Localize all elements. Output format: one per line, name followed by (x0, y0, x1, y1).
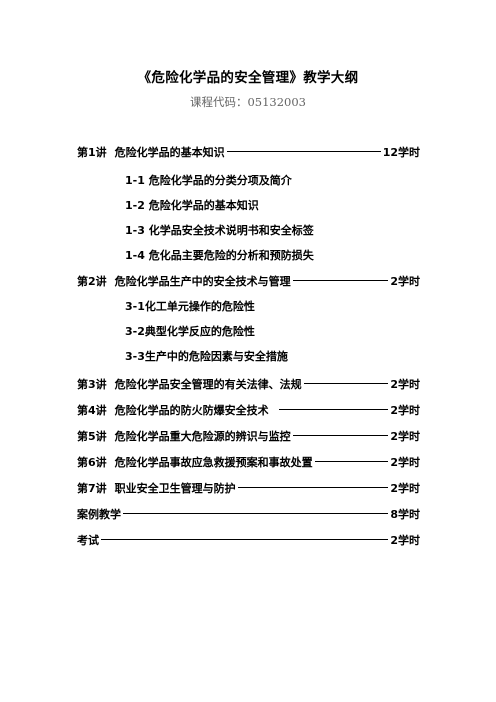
lecture-4-label: 第4讲危险化学品的防火防爆安全技术 (77, 403, 269, 417)
leader-line (292, 435, 389, 436)
leader-line (123, 513, 389, 514)
lecture-3-row: 第3讲危险化学品安全管理的有关法律、法规 2学时 (77, 375, 420, 392)
exam-label: 考试 (77, 533, 99, 547)
leader-line (303, 383, 389, 384)
subtopic-1-4: 1-4 危化品主要危险的分析和预防损失 (125, 249, 314, 262)
lecture-3-label: 第3讲危险化学品安全管理的有关法律、法规 (77, 377, 302, 391)
lecture-1-hours: 12学时 (382, 145, 420, 159)
lecture-1-label: 第1讲危险化学品的基本知识 (77, 145, 225, 159)
document-title: 《危险化学品的安全管理》教学大纲 (137, 70, 359, 86)
exam-row: 考试 2学时 (77, 531, 420, 548)
subtopic-1-1: 1-1 危险化学品的分类分项及简介 (125, 174, 292, 187)
lecture-4-row: 第4讲危险化学品的防火防爆安全技术 2学时 (77, 401, 420, 418)
lecture-6-label: 第6讲危险化学品事故应急救援预案和事故处置 (77, 455, 313, 469)
case-teaching-row: 案例教学 8学时 (77, 505, 420, 522)
lecture-7-hours: 2学时 (390, 481, 420, 495)
case-teaching-label: 案例教学 (77, 507, 121, 521)
leader-line (101, 539, 389, 540)
lecture-5-row: 第5讲危险化学品重大危险源的辨识与监控 2学时 (77, 427, 420, 444)
subtopic-1-3: 1-3 化学品安全技术说明书和安全标签 (125, 224, 314, 237)
lecture-6-hours: 2学时 (390, 455, 420, 469)
lecture-2-hours: 2学时 (390, 274, 420, 288)
course-code: 课程代码：05132003 (189, 95, 307, 109)
lecture-4-hours: 2学时 (390, 403, 420, 417)
leader-line (278, 409, 389, 410)
lecture-1-row: 第1讲危险化学品的基本知识 12学时 (77, 143, 420, 160)
leader-line (292, 280, 389, 281)
leader-line (226, 151, 381, 152)
lecture-5-label: 第5讲危险化学品重大危险源的辨识与监控 (77, 429, 291, 443)
subtopic-1-2: 1-2 危险化学品的基本知识 (125, 199, 259, 212)
lecture-7-row: 第7讲职业安全卫生管理与防护 2学时 (77, 479, 420, 496)
leader-line (237, 487, 389, 488)
lecture-7-label: 第7讲职业安全卫生管理与防护 (77, 481, 236, 495)
subtopic-2-1: 3-1化工单元操作的危险性 (125, 300, 255, 313)
lecture-2-row: 第2讲危险化学品生产中的安全技术与管理 2学时 (77, 272, 420, 289)
leader-line (314, 461, 389, 462)
lecture-5-hours: 2学时 (390, 429, 420, 443)
case-teaching-hours: 8学时 (390, 507, 420, 521)
subtopic-2-2: 3-2典型化学反应的危险性 (125, 325, 255, 338)
subtopic-2-3: 3-3生产中的危险因素与安全措施 (125, 350, 288, 363)
exam-hours: 2学时 (390, 533, 420, 547)
lecture-6-row: 第6讲危险化学品事故应急救援预案和事故处置 2学时 (77, 453, 420, 470)
lecture-2-label: 第2讲危险化学品生产中的安全技术与管理 (77, 274, 291, 288)
lecture-3-hours: 2学时 (390, 377, 420, 391)
